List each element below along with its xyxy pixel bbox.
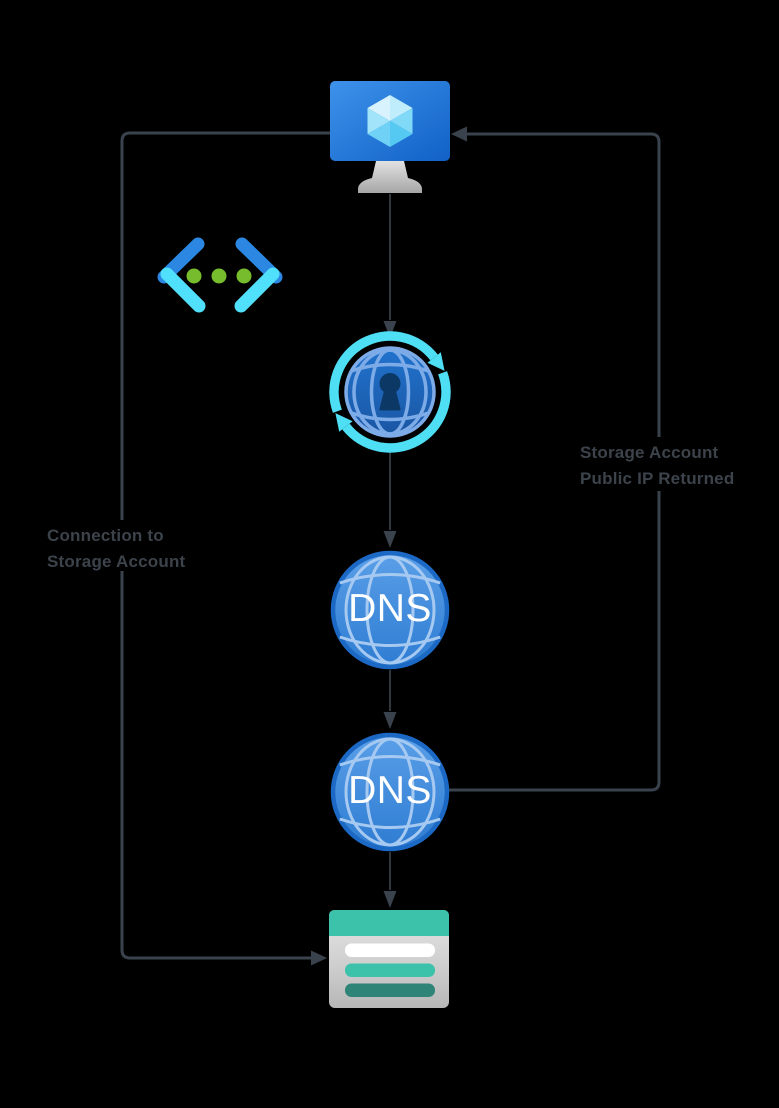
storage-header xyxy=(329,910,449,936)
endpoint-globe-grid xyxy=(350,348,430,436)
dns-secondary-label: DNS xyxy=(348,769,432,812)
left-path-label-line2: Storage Account xyxy=(47,552,186,571)
api-brackets-icon xyxy=(157,237,283,313)
public-ip-return-path xyxy=(448,126,661,792)
azure-vm-monitor-icon xyxy=(330,81,450,193)
left-connector-arrowhead xyxy=(311,950,327,966)
storage-table-icon xyxy=(329,910,449,1008)
right-bracket-bottom xyxy=(234,267,280,313)
left-path-label-line1: Connection to xyxy=(47,526,164,545)
right-path-label-line2: Public IP Returned xyxy=(580,469,735,488)
right-connector-arrowhead xyxy=(451,126,467,142)
dns-primary-label: DNS xyxy=(348,587,432,630)
left-path-label: Connection to Storage Account xyxy=(47,523,185,575)
connection-to-storage-path xyxy=(120,131,330,966)
dns-to-storage-arrow xyxy=(383,852,397,908)
dns-to-dns-arrow xyxy=(383,670,397,729)
sync-arrows-icon xyxy=(329,331,451,453)
vm-to-endpoint-arrow xyxy=(383,194,397,338)
dns-globe-grid xyxy=(339,737,441,847)
right-connector-line xyxy=(448,132,661,792)
keyhole-icon xyxy=(379,373,401,411)
right-path-label: Storage Account Public IP Returned xyxy=(580,440,734,492)
locked-globe-sync-icon xyxy=(329,331,451,453)
right-path-label-line1: Storage Account xyxy=(580,443,719,462)
storage-row-dark-teal xyxy=(345,983,435,997)
left-connector-line xyxy=(120,131,330,960)
vm-cube-icon xyxy=(367,95,413,147)
left-bracket-bottom xyxy=(160,267,206,313)
api-dots xyxy=(186,268,252,284)
vm-stand xyxy=(358,161,422,193)
endpoint-to-dns-arrow xyxy=(383,450,397,548)
storage-row-teal xyxy=(345,963,435,977)
storage-row-white xyxy=(345,943,435,957)
dns-globe-primary-icon xyxy=(330,550,450,670)
dns-globe-secondary-icon xyxy=(330,732,450,852)
dns-globe-grid xyxy=(339,555,441,665)
